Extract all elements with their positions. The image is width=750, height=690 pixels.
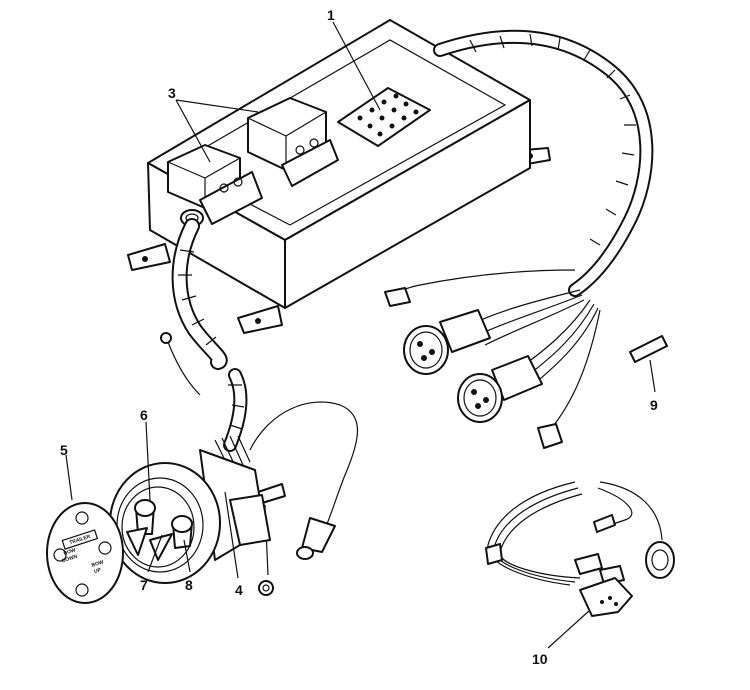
- trim-switch-assembly: [109, 449, 271, 584]
- decal-bow-down-label-1: BOW: [63, 547, 77, 557]
- connector-plug-lower: [457, 355, 543, 423]
- decal-bow-up-label-2: UP: [93, 567, 102, 575]
- callout-7: 7: [140, 577, 148, 593]
- main-harness: [384, 29, 654, 449]
- switch-decal: TRAILER BOW DOWN BOW UP: [46, 502, 124, 604]
- switch-harness: [160, 218, 359, 596]
- connector-plug-upper: [403, 309, 491, 375]
- callout-6: 6: [140, 407, 148, 423]
- callout-9: 9: [650, 397, 658, 413]
- fuse: [629, 335, 668, 363]
- relay-rear: [247, 97, 339, 187]
- callout-8: 8: [185, 577, 193, 593]
- decal-bow-up-label-1: BOW: [91, 559, 105, 569]
- callout-4: 4: [235, 582, 243, 598]
- callout-10: 10: [532, 651, 548, 667]
- callout-1: 1: [327, 7, 335, 23]
- callout-5: 5: [60, 442, 68, 458]
- callout-labels: 1 3 4 5 6 7 8 9 10: [60, 7, 658, 667]
- terminal-board: [337, 87, 431, 147]
- adapter-harness: [485, 481, 675, 617]
- relay-front: [167, 144, 263, 225]
- leader-lines: [65, 21, 656, 649]
- callout-3: 3: [168, 85, 176, 101]
- decal-bow-down-label-2: DOWN: [61, 554, 78, 565]
